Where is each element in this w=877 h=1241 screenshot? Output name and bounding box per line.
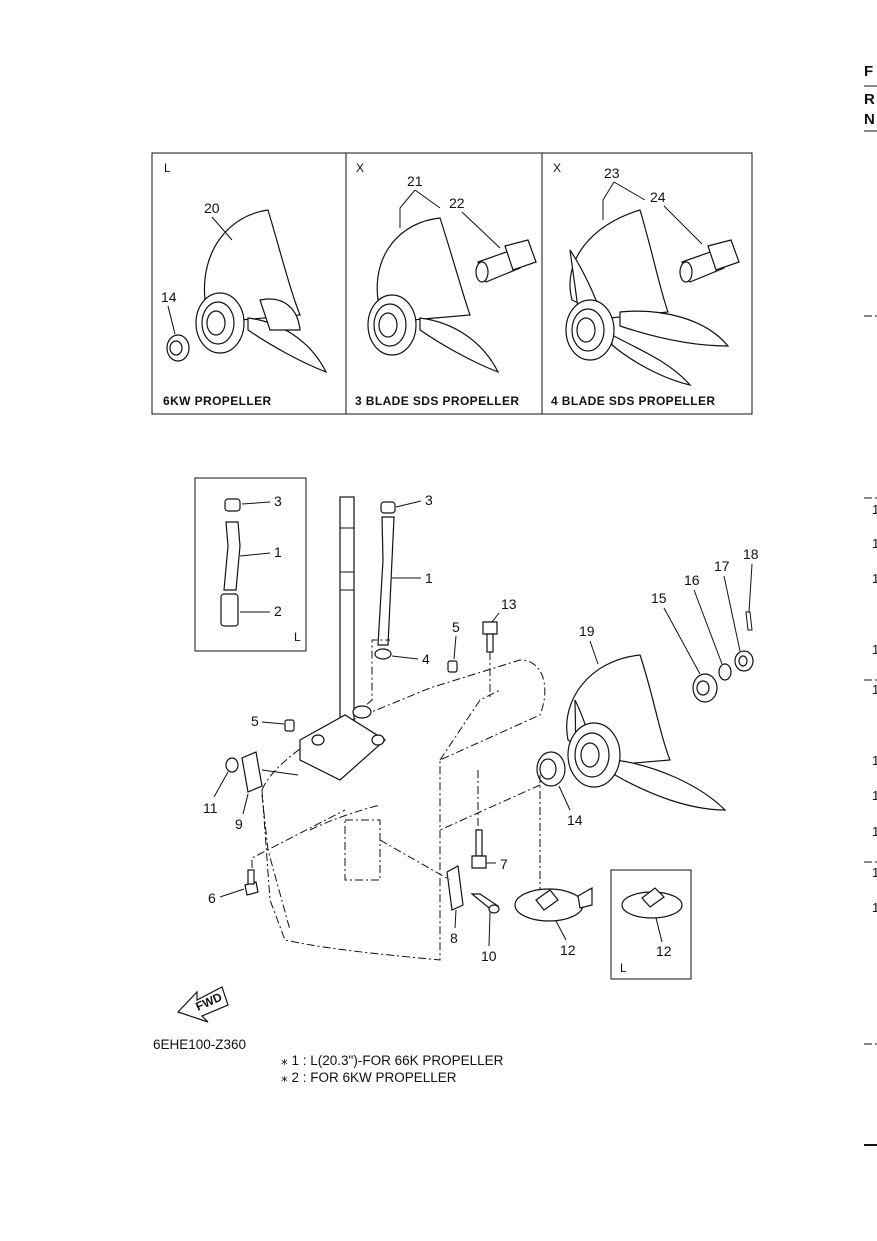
propeller-21-drawing <box>367 217 500 374</box>
ref-code: 6EHE100-Z360 <box>153 1037 246 1052</box>
panel-6kw-propeller: L 20 14 6KW PROPELLER <box>161 161 328 408</box>
plate-9-drawing <box>241 751 263 793</box>
panel-3-corner: X <box>553 161 561 175</box>
callout-23: 23 <box>604 165 620 181</box>
spacer-15-drawing <box>692 673 718 703</box>
inset-callout-2: 2 <box>274 603 282 619</box>
edge-index-3: 1 <box>872 642 877 657</box>
nut-11-drawing <box>225 757 239 773</box>
panel-2-corner: X <box>356 161 364 175</box>
edge-mark-top: F <box>864 63 873 80</box>
bolt-6-drawing <box>244 869 259 896</box>
callout-17: 17 <box>714 558 730 574</box>
water-tube-1-drawing <box>377 516 395 646</box>
callout-12: 12 <box>560 942 576 958</box>
panel-4-blade-sds-propeller: X 23 24 4 BLADE SDS PROPELLER <box>551 161 740 408</box>
bolt-10-drawing <box>470 893 500 914</box>
inset-left-corner: L <box>294 630 301 644</box>
seal-4-drawing <box>374 648 392 660</box>
inset-right-corner: L <box>620 961 627 975</box>
callout-20: 20 <box>204 200 220 216</box>
propeller-23-drawing <box>565 209 730 387</box>
callout-10: 10 <box>481 948 497 964</box>
edge-index-6: 1 <box>872 788 877 803</box>
edge-index-8: 1 <box>872 865 877 880</box>
page-edge-marks: F R N 1 1 1 1 1 1 1 1 1 1 <box>864 63 877 1146</box>
edge-index-0: 1 <box>872 502 877 517</box>
anode-12-drawing <box>514 886 593 922</box>
edge-index-4: 1 <box>872 682 877 697</box>
footnote-2: ⁎ 2 : FOR 6KW PROPELLER <box>281 1070 457 1085</box>
thrust-holder-14-drawing <box>166 334 190 362</box>
callout-6: 6 <box>208 890 216 906</box>
callout-8: 8 <box>450 930 458 946</box>
upper-case-plate-drawing <box>299 714 386 781</box>
inset-callout-1: 1 <box>274 544 282 560</box>
callout-18: 18 <box>743 546 759 562</box>
callout-5b: 5 <box>251 713 259 729</box>
edge-mark-mid2: N <box>864 111 875 128</box>
callout-5a: 5 <box>452 619 460 635</box>
inset-box-water-tube: 3 1 2 L <box>194 477 307 652</box>
bolt-13-drawing <box>482 621 498 653</box>
callout-11: 11 <box>203 800 218 816</box>
callout-7: 7 <box>500 856 508 872</box>
fwd-arrow-icon: FWD <box>176 986 229 1023</box>
callout-15: 15 <box>651 590 667 606</box>
callout-21: 21 <box>407 173 423 189</box>
propeller-19-drawing <box>566 654 727 811</box>
edge-mark-mid1: R <box>864 91 875 108</box>
cotter-pin-18-drawing <box>745 611 753 631</box>
callout-3: 3 <box>425 492 433 508</box>
callout-14: 14 <box>567 812 583 828</box>
callout-14-panel: 14 <box>161 289 177 305</box>
sds-hub-24-drawing <box>679 239 740 283</box>
edge-index-9: 1 <box>872 900 877 915</box>
lower-unit-exploded-view: 3 1 4 5 5 13 11 9 6 7 8 10 12 14 19 15 1… <box>203 492 759 964</box>
callout-4: 4 <box>422 651 430 667</box>
panel-1-corner: L <box>164 161 171 175</box>
panel-1-label: 6KW PROPELLER <box>163 394 272 408</box>
plate-8-drawing <box>446 865 464 911</box>
sds-hub-22-drawing <box>475 239 537 283</box>
washer-16-drawing <box>718 663 732 681</box>
panel-3-label: 4 BLADE SDS PROPELLER <box>551 394 715 408</box>
callout-1: 1 <box>425 570 433 586</box>
propeller-options-panel: L 20 14 6KW PROPELLER X <box>151 152 753 415</box>
inset-box-anode: 12 L <box>610 869 692 980</box>
nut-17-drawing <box>734 650 754 672</box>
callout-19: 19 <box>579 623 595 639</box>
edge-index-5: 1 <box>872 753 877 768</box>
inset-callout-12: 12 <box>656 943 672 959</box>
propeller-20-drawing <box>195 209 328 374</box>
panel-3-blade-sds-propeller: X 21 22 3 BLADE SDS PROPELLER <box>355 161 537 408</box>
grommet-3-drawing <box>380 501 396 514</box>
panel-2-label: 3 BLADE SDS PROPELLER <box>355 394 519 408</box>
thrust-holder-14-drawing <box>536 751 566 787</box>
inset-callout-3: 3 <box>274 493 282 509</box>
callout-13: 13 <box>501 596 517 612</box>
callout-22: 22 <box>449 195 465 211</box>
bolt-7-drawing <box>471 829 487 869</box>
dowel-pin-5a-drawing <box>447 660 458 673</box>
footnote-1: ⁎ 1 : L(20.3")-FOR 66K PROPELLER <box>281 1053 504 1068</box>
callout-16: 16 <box>684 572 700 588</box>
dowel-pin-5b-drawing <box>284 719 295 732</box>
callout-24: 24 <box>650 189 666 205</box>
edge-index-7: 1 <box>872 824 877 839</box>
edge-index-2: 1 <box>872 571 877 586</box>
edge-index-1: 1 <box>872 536 877 551</box>
callout-9: 9 <box>235 816 243 832</box>
